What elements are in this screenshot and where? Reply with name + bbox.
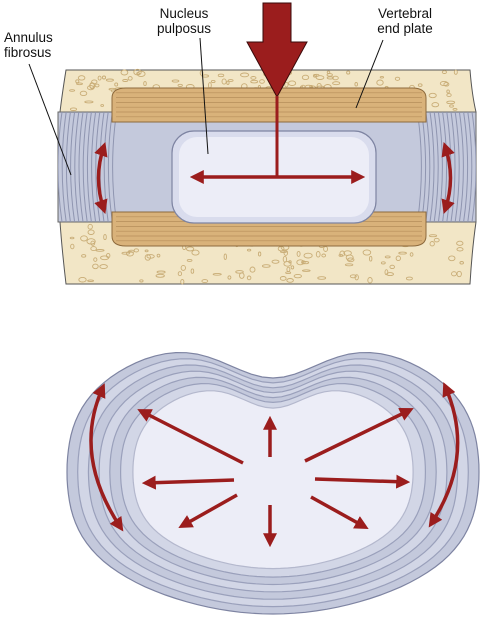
arrow-icon [137, 409, 244, 465]
annulus-fibrosus-top [66, 351, 480, 615]
arrow-icon [314, 474, 411, 489]
vertebral-end-plate-label-line1: Vertebral [377, 6, 433, 21]
nucleus-pulposus-label-line2: pulposus [156, 21, 212, 36]
bulge-arrow [441, 142, 455, 214]
nucleus-pulposus-label: Nucleus pulposus [143, 6, 225, 36]
arrow-icon [428, 382, 460, 528]
down-arrow-icon [246, 2, 308, 99]
vertebral-end-plate-label-line2: end plate [377, 21, 433, 36]
arrow-icon [141, 475, 235, 490]
arrow-icon [178, 493, 238, 529]
top-view [66, 351, 480, 615]
arrow-icon [89, 383, 124, 532]
leader-line-annulus [28, 63, 72, 176]
bulge-arrow [94, 142, 108, 214]
arrow-icon [304, 407, 414, 463]
force-arrows [89, 382, 460, 548]
nucleus-pulposus-label-line1: Nucleus [159, 6, 209, 21]
annulus-fibrosus-label: Annulus fibrosus [4, 30, 53, 60]
leader-line-endplate [355, 39, 384, 109]
leader-line-nucleus [199, 37, 209, 155]
arrow-icon [310, 495, 369, 530]
annulus-fibrosus-label-line2: fibrosus [4, 45, 52, 60]
annulus-fibrosus-label-line1: Annulus [4, 30, 53, 45]
vertebral-end-plate-label: Vertebral end plate [364, 6, 446, 36]
side-view [28, 2, 477, 285]
